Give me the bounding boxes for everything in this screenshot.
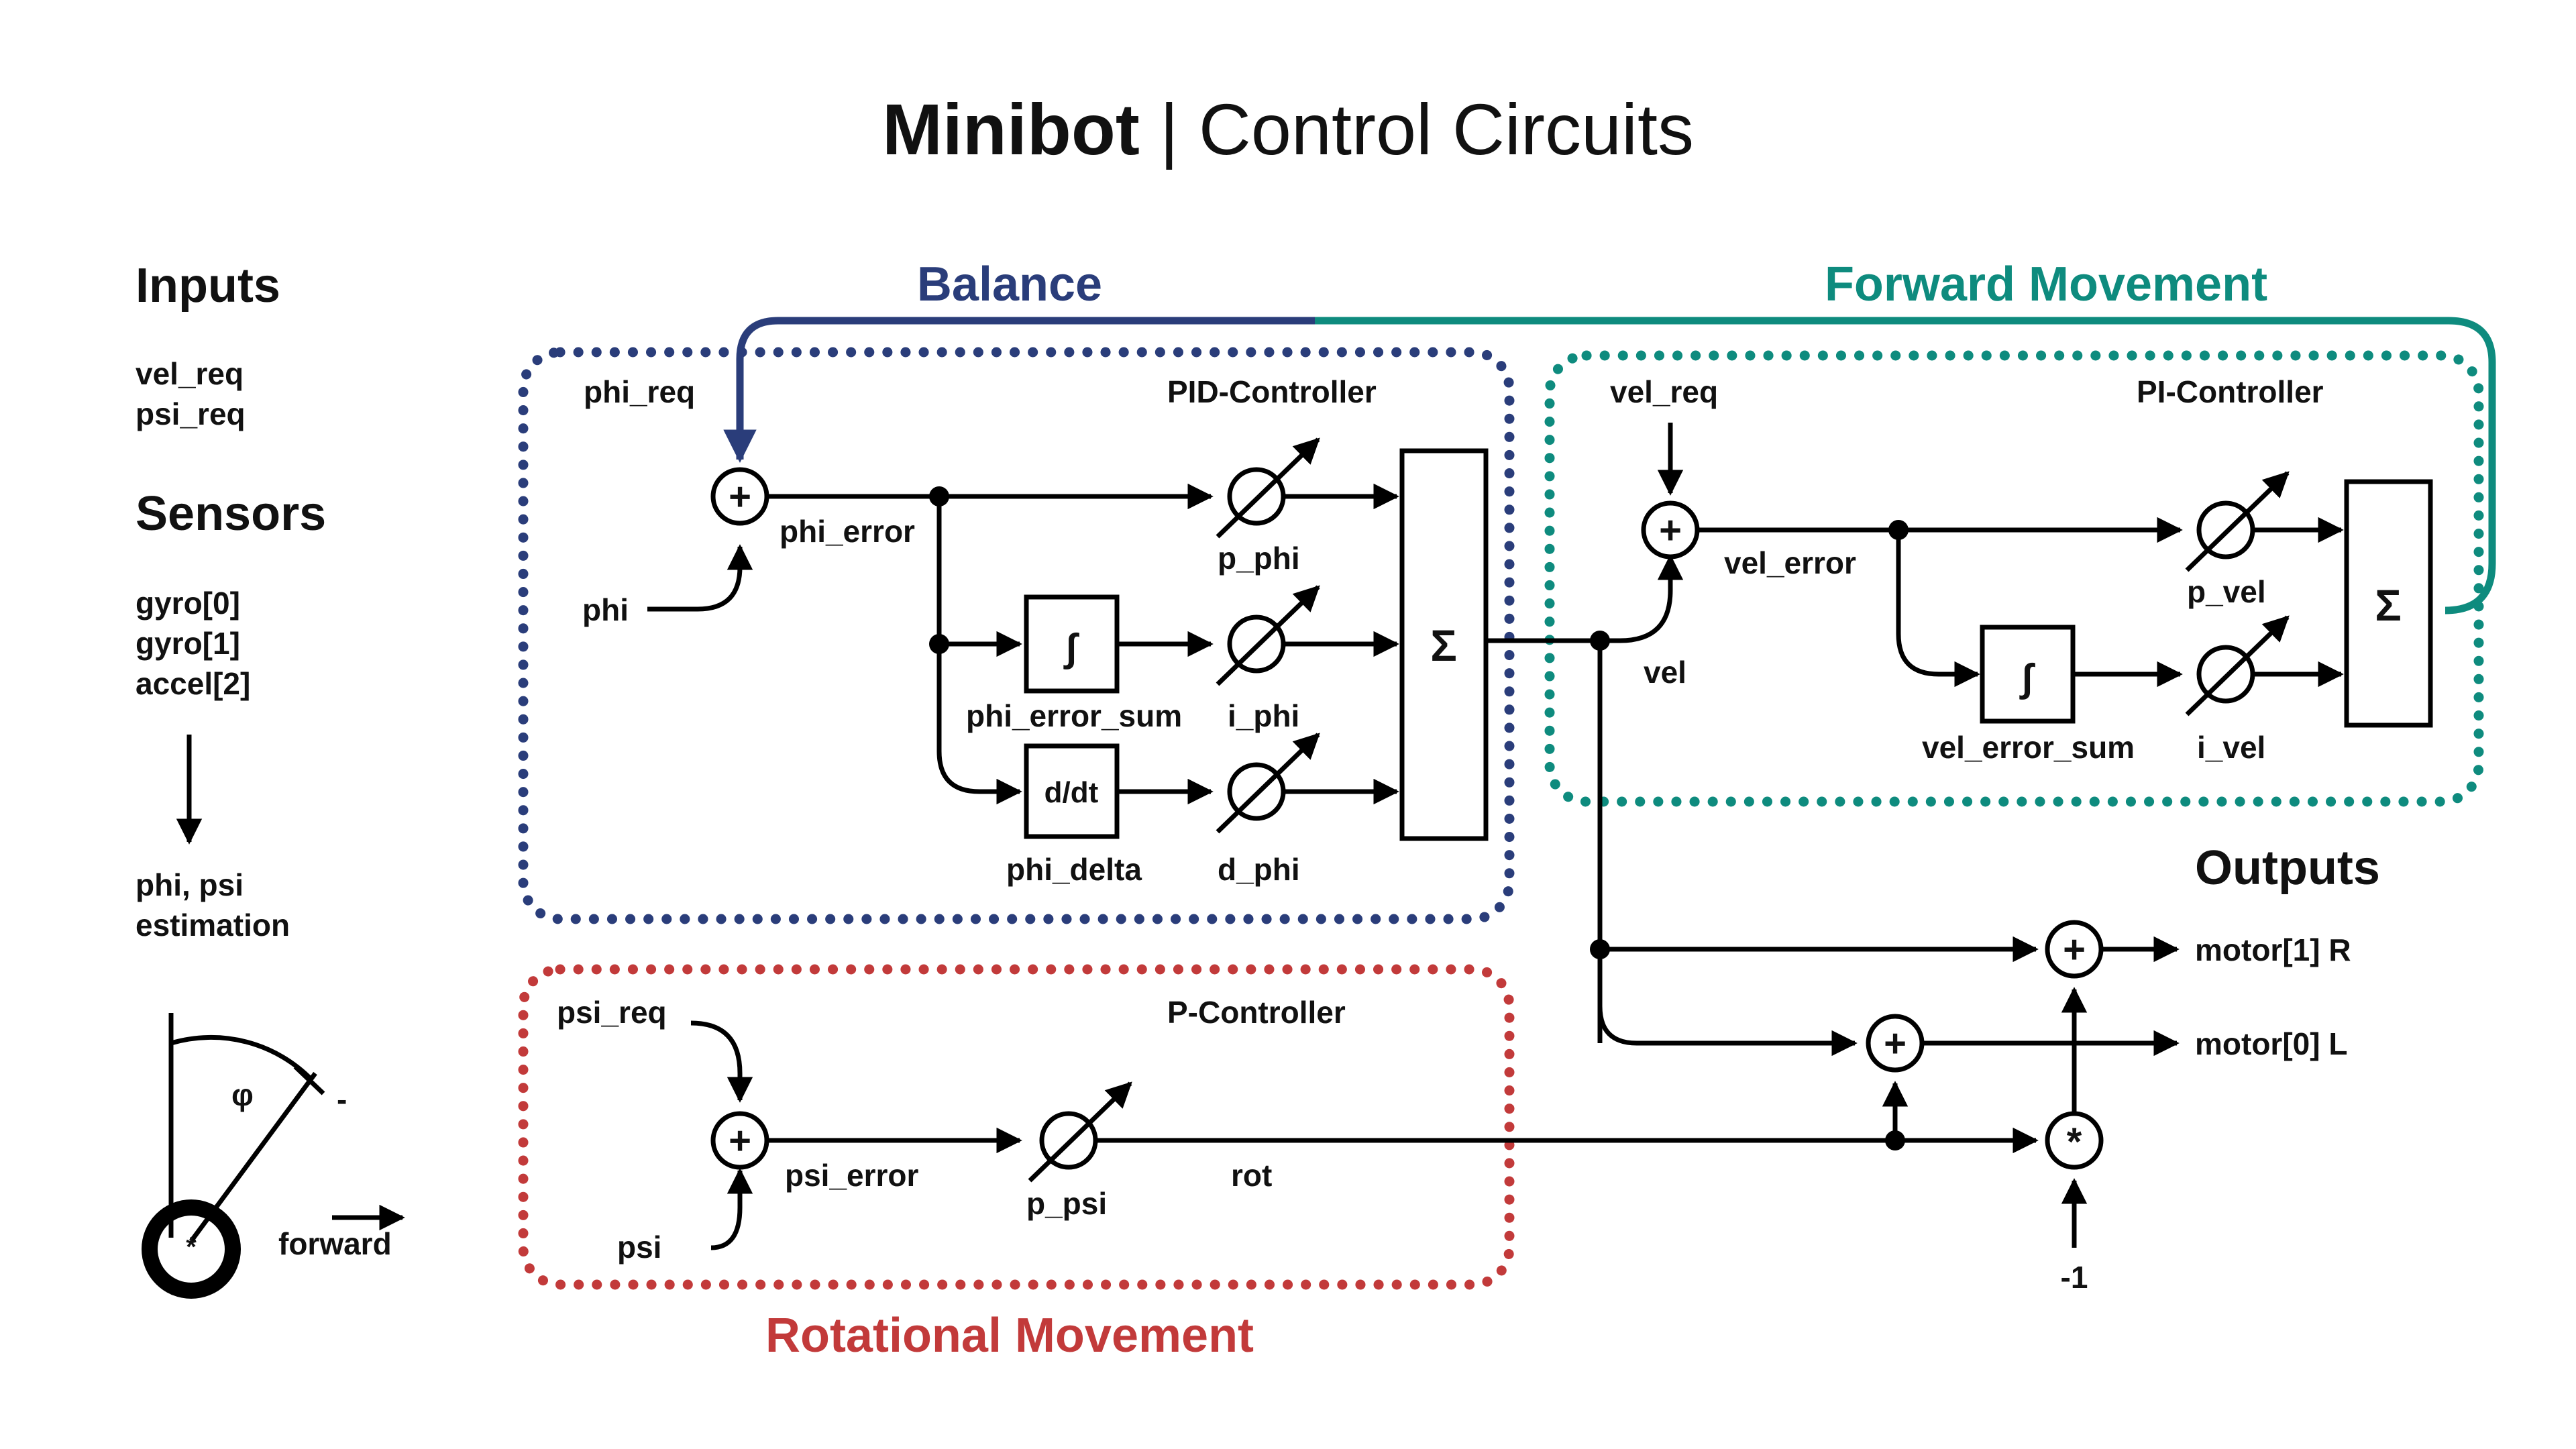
psi-wire bbox=[710, 1168, 753, 1250]
page-title: Minibot | Control Circuits bbox=[882, 89, 1694, 170]
wheel-icon bbox=[142, 1199, 241, 1299]
d-phi-label: d_phi bbox=[1218, 852, 1300, 887]
forward-pi-circuit: vel_req PI-Controller + vel_error vel ∫ … bbox=[1610, 374, 2433, 765]
i-vel-gain bbox=[2185, 615, 2290, 716]
multiply-symbol: * bbox=[2067, 1120, 2082, 1164]
vel-to-sum-wire bbox=[1600, 554, 1684, 643]
vel-node bbox=[1590, 631, 1610, 651]
vel-label: vel bbox=[1644, 655, 1686, 690]
title-rest: | Control Circuits bbox=[1140, 89, 1694, 170]
motor-r-sum-plus: + bbox=[2063, 928, 2086, 971]
inputs-heading: Inputs bbox=[136, 259, 280, 313]
forward-title: Forward Movement bbox=[1825, 258, 2267, 311]
vel-integrator-block bbox=[1980, 625, 2076, 724]
rotational-p-circuit: psi_req P-Controller psi + psi_error p_p… bbox=[557, 995, 2039, 1265]
title-bold: Minibot bbox=[882, 89, 1140, 170]
feedback-loop-balance bbox=[723, 317, 1315, 463]
phi-input-wire bbox=[647, 544, 753, 612]
sensors-heading: Sensors bbox=[136, 487, 326, 541]
psi-label: psi bbox=[617, 1230, 661, 1265]
vel-error-label: vel_error bbox=[1724, 545, 1856, 580]
phi-derivative-symbol: d/dt bbox=[1044, 776, 1099, 809]
psi-sum-plus: + bbox=[729, 1119, 751, 1163]
phi-delta-label: phi_delta bbox=[1006, 852, 1142, 887]
p-psi-gain-arrow-icon bbox=[1028, 1081, 1132, 1183]
sensor-gyro-1: gyro[1] bbox=[136, 626, 240, 661]
minus-one-label: -1 bbox=[2061, 1260, 2088, 1295]
vel-signal-wire bbox=[1486, 638, 1603, 1046]
vel-sigma-symbol: Σ bbox=[2375, 580, 2402, 630]
p-psi-gain bbox=[1028, 1081, 1132, 1183]
i-vel-label: i_vel bbox=[2197, 730, 2265, 765]
d-phi-gain-arrow-icon bbox=[1216, 733, 1320, 834]
motor-r-label: motor[1] R bbox=[2195, 932, 2351, 967]
rotational-title: Rotational Movement bbox=[765, 1309, 1254, 1362]
psi-error-label: psi_error bbox=[785, 1158, 919, 1193]
p-controller-label: P-Controller bbox=[1167, 995, 1346, 1030]
p-vel-label: p_vel bbox=[2187, 574, 2266, 609]
left-panel: Inputs vel_req psi_req Sensors gyro[0] g… bbox=[136, 259, 405, 1299]
psi-req-wire bbox=[690, 1020, 753, 1103]
i-phi-gain-arrow-icon bbox=[1216, 585, 1320, 686]
outputs-heading: Outputs bbox=[2195, 841, 2380, 895]
phi-angle-symbol: φ bbox=[231, 1077, 254, 1112]
phi-sum-plus: + bbox=[729, 475, 751, 519]
p-phi-gain-arrow-icon bbox=[1216, 437, 1320, 539]
sensor-gyro-0: gyro[0] bbox=[136, 586, 240, 621]
motor-l-sum-plus: + bbox=[1884, 1022, 1907, 1065]
vel-error-sum-label: vel_error_sum bbox=[1922, 730, 2135, 765]
to-derivative-wire bbox=[936, 751, 1022, 805]
sensor-accel-2: accel[2] bbox=[136, 666, 250, 701]
phi-derivative-block bbox=[1024, 743, 1120, 839]
balance-pid-circuit: phi_req PID-Controller phi + phi_error ∫… bbox=[582, 374, 1489, 887]
wheel-center-symbol: * bbox=[186, 1232, 197, 1262]
motor-l-label: motor[0] L bbox=[2195, 1026, 2347, 1061]
phi-label: phi bbox=[582, 592, 629, 627]
balance-section-frame bbox=[518, 347, 1515, 924]
p-phi-label: p_phi bbox=[1218, 541, 1300, 576]
p-vel-gain-arrow-icon bbox=[2185, 471, 2290, 572]
p-vel-gain bbox=[2185, 471, 2290, 572]
phi-sigma-symbol: Σ bbox=[1430, 621, 1457, 670]
phi-summation-block bbox=[1399, 448, 1489, 841]
p-psi-label: p_psi bbox=[1026, 1186, 1107, 1221]
feedback-loop-forward bbox=[1315, 317, 2496, 614]
p-phi-gain bbox=[1216, 437, 1320, 539]
phi-req-label: phi_req bbox=[584, 374, 695, 409]
rotational-section-frame bbox=[518, 964, 1515, 1290]
vel-to-motor-l-wire bbox=[1597, 949, 1858, 1057]
to-vel-integrator-wire bbox=[1896, 530, 1980, 688]
minus-sign: - bbox=[337, 1082, 347, 1117]
rot-label: rot bbox=[1231, 1158, 1272, 1193]
vel-summation-block bbox=[2344, 479, 2433, 728]
input-vel-req: vel_req bbox=[136, 356, 244, 391]
psi-req-label: psi_req bbox=[557, 995, 667, 1030]
input-psi-req: psi_req bbox=[136, 396, 246, 431]
vel-sum-plus: + bbox=[1659, 508, 1682, 552]
robot-sketch: φ - * forward bbox=[142, 1013, 405, 1299]
phi-error-sum-label: phi_error_sum bbox=[966, 698, 1182, 733]
outputs-circuit: Outputs + + * -1 motor[1] R motor[0] L bbox=[1590, 841, 2380, 1295]
phi-error-label: phi_error bbox=[780, 514, 915, 549]
balance-title: Balance bbox=[917, 258, 1102, 311]
pi-controller-label: PI-Controller bbox=[2137, 374, 2324, 409]
i-phi-gain bbox=[1216, 585, 1320, 686]
estimation-line-2: estimation bbox=[136, 908, 290, 943]
estimation-line-1: phi, psi bbox=[136, 867, 244, 902]
i-vel-gain-arrow-icon bbox=[2185, 615, 2290, 716]
forward-label: forward bbox=[278, 1226, 392, 1261]
vel-req-label: vel_req bbox=[1610, 374, 1718, 409]
pid-controller-label: PID-Controller bbox=[1167, 374, 1377, 409]
d-phi-gain bbox=[1216, 733, 1320, 834]
angle-arc bbox=[170, 1034, 314, 1082]
i-phi-label: i_phi bbox=[1228, 698, 1299, 733]
